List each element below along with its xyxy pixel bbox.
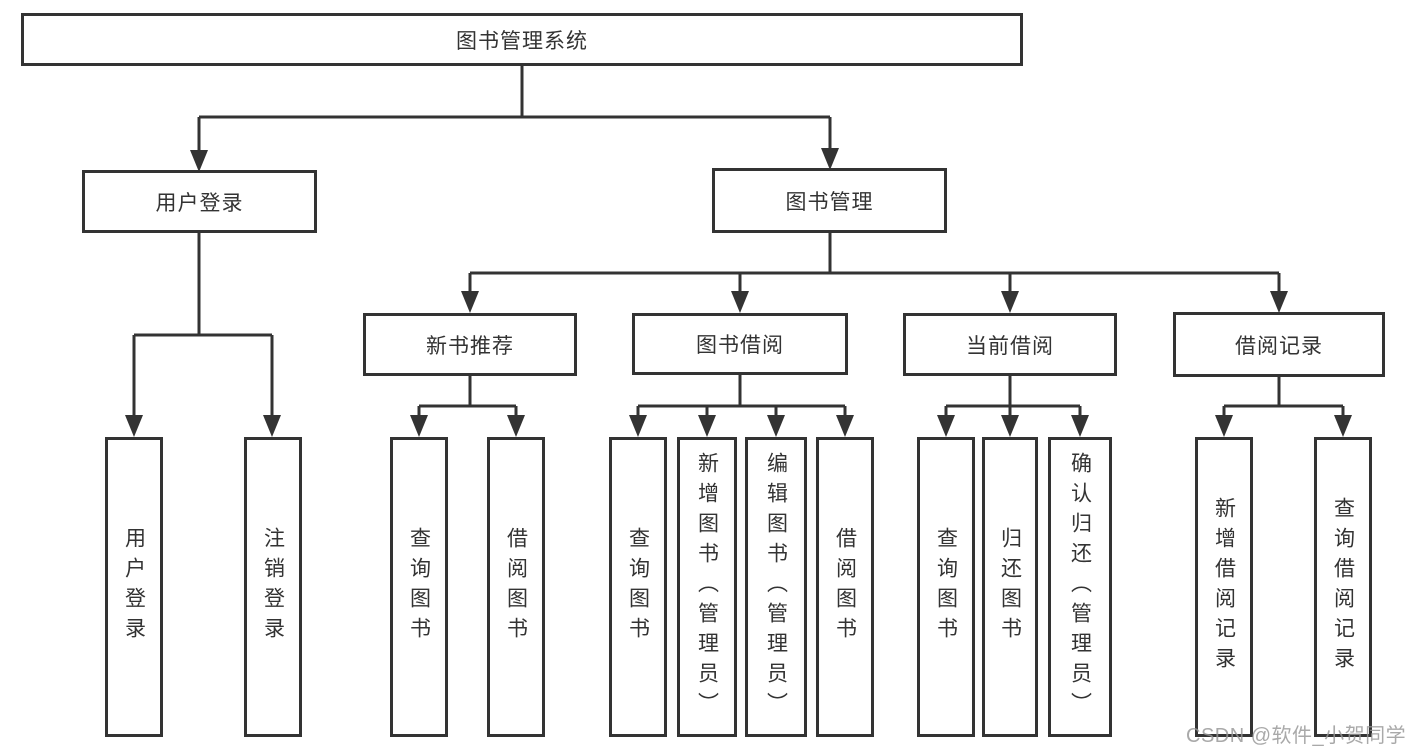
node-book-management-label: 图书管理 [785,190,874,214]
leaf-add-books-admin-label: 新增图书（管理员） [695,452,719,722]
leaf-return-books: 归还图书 [982,437,1038,737]
node-book-borrowing: 图书借阅 [632,313,848,375]
leaf-confirm-return-admin: 确认归还（管理员） [1048,437,1112,737]
connector-book-borrowing [636,375,847,417]
leaf-query-books-borrow: 查询图书 [609,437,667,737]
node-book-borrowing-label: 图书借阅 [696,334,784,357]
node-book-management: 图书管理 [712,168,947,233]
leaf-query-books-current: 查询图书 [917,437,975,737]
leaf-logout: 注销登录 [244,437,302,737]
node-root-label: 图书管理系统 [456,29,588,53]
leaf-query-borrow-record-label: 查询借阅记录 [1331,497,1355,677]
connector-borrowing-records [1222,377,1345,417]
leaf-add-books-admin: 新增图书（管理员） [677,437,737,737]
leaf-borrow-books-label: 借阅图书 [833,527,857,647]
connector-current-borrowing [944,376,1082,417]
node-user-login: 用户登录 [82,170,317,233]
connector-new-book [417,376,518,417]
leaf-borrow-books-recommend: 借阅图书 [487,437,545,737]
leaf-query-books-recommend: 查询图书 [390,437,448,737]
leaf-query-books-current-label: 查询图书 [934,527,958,647]
connector-root [197,66,832,150]
leaf-query-books-borrow-label: 查询图书 [626,527,650,647]
leaf-query-books-recommend-label: 查询图书 [407,527,431,647]
connector-user-login [132,233,274,417]
node-borrowing-records-label: 借阅记录 [1235,334,1323,358]
node-root: 图书管理系统 [21,13,1023,66]
node-new-book-recommendation: 新书推荐 [363,313,577,376]
leaf-edit-books-admin-label: 编辑图书（管理员） [764,452,788,722]
leaf-query-borrow-record: 查询借阅记录 [1314,437,1372,737]
node-new-book-recommendation-label: 新书推荐 [426,334,514,358]
leaf-user-login: 用户登录 [105,437,163,737]
watermark-text: CSDN @软件_小贺同学 [1186,725,1405,747]
leaf-borrow-books-recommend-label: 借阅图书 [504,527,528,647]
leaf-edit-books-admin: 编辑图书（管理员） [745,437,807,737]
leaf-add-borrow-record: 新增借阅记录 [1195,437,1253,737]
node-user-login-label: 用户登录 [155,191,244,215]
node-borrowing-records: 借阅记录 [1173,312,1385,377]
leaf-logout-label: 注销登录 [261,527,285,647]
leaf-user-login-label: 用户登录 [122,527,146,647]
leaf-borrow-books: 借阅图书 [816,437,874,737]
leaf-return-books-label: 归还图书 [998,527,1022,647]
node-current-borrowing: 当前借阅 [903,313,1117,376]
node-current-borrowing-label: 当前借阅 [966,334,1054,358]
arrowheads [125,148,1352,437]
connector-book-management [468,233,1281,292]
leaf-confirm-return-admin-label: 确认归还（管理员） [1068,452,1092,722]
leaf-add-borrow-record-label: 新增借阅记录 [1212,497,1236,677]
